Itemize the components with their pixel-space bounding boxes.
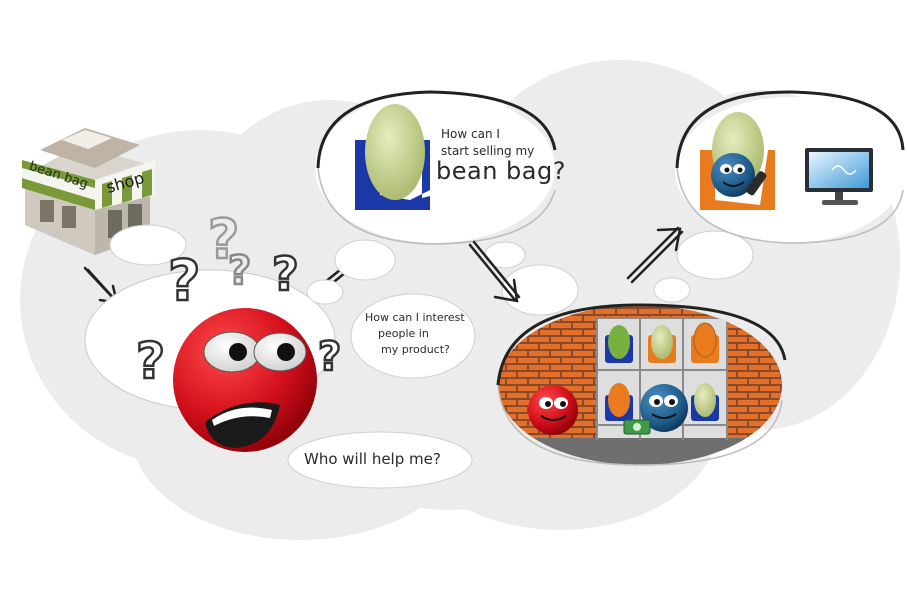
question-mark-icon: ? [136, 332, 165, 390]
shop-building-icon [22, 128, 155, 255]
question-mark-icon: ? [228, 248, 251, 294]
start-selling-line2: start selling my [441, 144, 535, 158]
bean-bag-with-character [700, 112, 775, 210]
start-selling-line1: How can I [441, 127, 500, 141]
question-mark-icon: ? [272, 247, 299, 301]
interest-bubble [350, 293, 476, 379]
arrow-icon [626, 226, 684, 284]
blue-seller-character [640, 384, 688, 432]
tv-icon [805, 148, 873, 205]
arrow-icon [468, 240, 521, 303]
happy-customer-bubble [675, 90, 905, 244]
start-selling-line3: bean bag? [436, 157, 566, 185]
store-scene-bubble [496, 303, 787, 466]
help-bubble [287, 431, 473, 489]
help-text: Who will help me? [304, 450, 441, 468]
question-mark-icon: ? [318, 334, 341, 380]
small-bubbles [306, 230, 754, 316]
red-character [173, 308, 317, 452]
bean-bag-shelf [596, 317, 728, 440]
question-mark-icon: ? [208, 208, 239, 271]
interest-line3: my product? [381, 343, 450, 356]
bean-bag-image [355, 104, 430, 210]
interest-line2: people in [378, 327, 429, 340]
interest-line1: How can I interest [365, 311, 465, 324]
question-marks: ? ? ? ? ? ? [135, 207, 343, 392]
question-mark-icon: ? [168, 249, 200, 314]
red-customer-character [528, 385, 578, 435]
money-icon [623, 419, 651, 435]
start-selling-bubble [315, 90, 557, 245]
remote-control-icon [746, 171, 767, 196]
